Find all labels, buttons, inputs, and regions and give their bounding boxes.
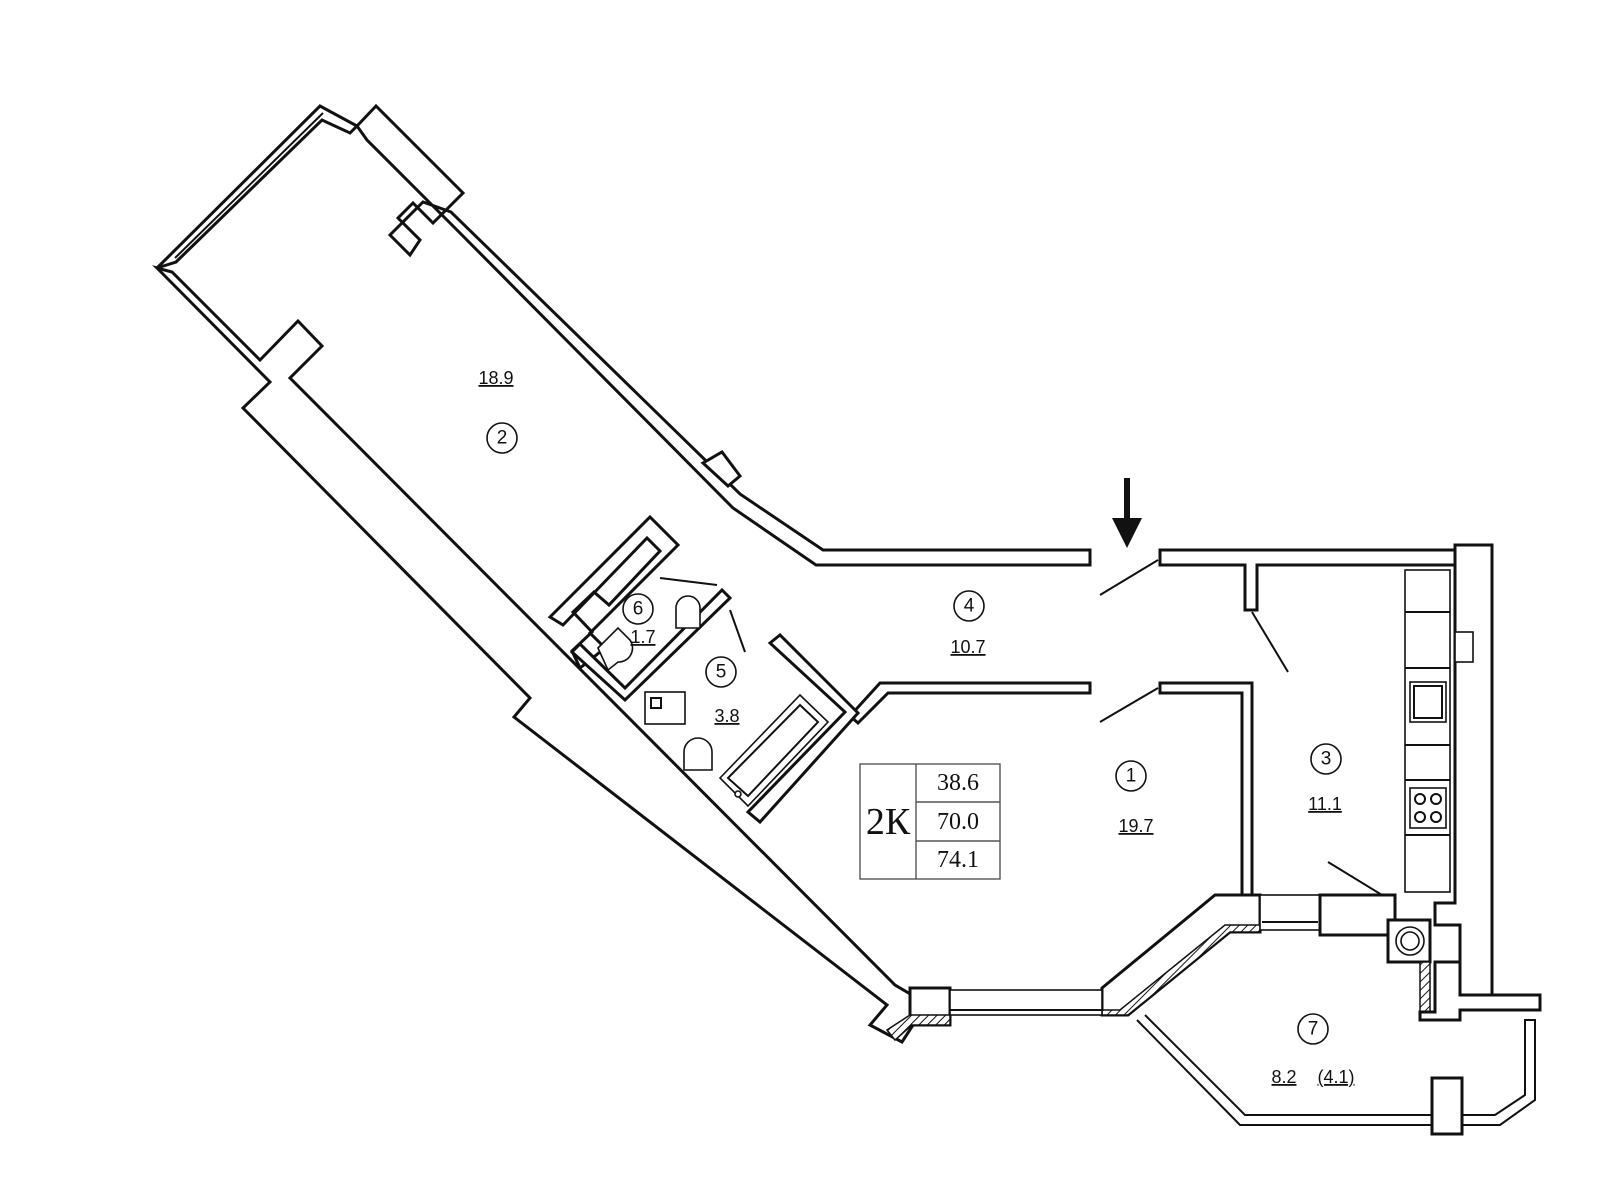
room-1-area: 19.7 — [1118, 816, 1153, 836]
wall-room1-bay-right — [1100, 893, 1262, 1017]
apartment-summary-box: 2К 38.6 70.0 74.1 — [859, 763, 1001, 880]
room-3-label: 3 11.1 — [1308, 743, 1342, 814]
room-3-area: 11.1 — [1308, 794, 1342, 814]
wc-door — [659, 577, 718, 586]
room-7-area: 8.2 — [1271, 1067, 1296, 1087]
room-3-number: 3 — [1321, 749, 1332, 770]
bath-door — [729, 609, 746, 653]
room-7-number: 7 — [1308, 1019, 1319, 1040]
stove-icon — [1409, 787, 1447, 829]
wall-left-outer — [152, 265, 932, 1044]
room-5-number: 5 — [716, 662, 727, 683]
apartment-type-label: 2К — [866, 801, 911, 843]
bath-sink-icon — [683, 737, 713, 771]
room-2-area: 18.9 — [478, 368, 513, 388]
room-4-number: 4 — [964, 596, 975, 617]
living-area-value: 38.6 — [937, 770, 979, 796]
wall-kitchen-bottom — [1318, 893, 1397, 937]
wall-bath-right — [745, 632, 861, 825]
room-7-area-extra: (4.1) — [1317, 1067, 1354, 1087]
wall-room1-top-right — [1158, 681, 1254, 897]
wc-sink-icon — [675, 595, 701, 629]
window-glazing-line — [174, 112, 324, 259]
wall-top-window — [155, 104, 360, 270]
room-4-label: 4 10.7 — [950, 590, 986, 657]
wall-room2-bottom — [547, 514, 681, 671]
room-4-area: 10.7 — [950, 637, 985, 657]
walls — [152, 103, 1542, 1136]
doors — [659, 559, 1383, 896]
balcony-outline — [1136, 1014, 1536, 1126]
entrance-door — [1099, 559, 1159, 596]
room-1-label: 1 19.7 — [1115, 760, 1154, 836]
wall-room2-stub — [700, 450, 743, 488]
room1-window — [949, 989, 1103, 1016]
balcony-post — [1430, 1076, 1464, 1136]
total-area-value: 70.0 — [937, 809, 979, 835]
wall-corridor-bottom — [847, 681, 1092, 726]
wall-room2-right — [355, 103, 1092, 567]
wall-insulation-left — [885, 1014, 951, 1042]
wc-toilet-icon — [597, 626, 634, 672]
wall-balcony-right — [1418, 960, 1542, 1022]
room-2-number: 2 — [497, 428, 508, 449]
kitchen-door — [1251, 611, 1289, 673]
room-6-number: 6 — [633, 599, 644, 620]
kitchen-window — [1259, 894, 1321, 931]
kitchen-sink-icon — [1409, 681, 1447, 723]
fixtures — [597, 569, 1451, 893]
wall-kitchen-right — [1433, 543, 1494, 997]
room-2-label: 18.9 2 — [478, 368, 518, 454]
room1-door — [1099, 687, 1159, 723]
kitchen-vent — [1454, 631, 1474, 663]
kitchen-counter — [1404, 569, 1451, 893]
balcony-door — [1327, 861, 1383, 896]
area-with-balcony-value: 74.1 — [937, 847, 979, 873]
entrance-arrow-icon — [1112, 478, 1142, 548]
room-7-label: 7 8.2 (4.1) — [1271, 1013, 1355, 1087]
room-5-label: 5 3.8 — [705, 656, 740, 726]
room-5-area: 3.8 — [714, 706, 739, 726]
room-6-label: 6 1.7 — [622, 593, 656, 647]
wall-wc-bath — [569, 587, 733, 703]
room-6-area: 1.7 — [630, 627, 655, 647]
room-1-number: 1 — [1126, 766, 1137, 787]
